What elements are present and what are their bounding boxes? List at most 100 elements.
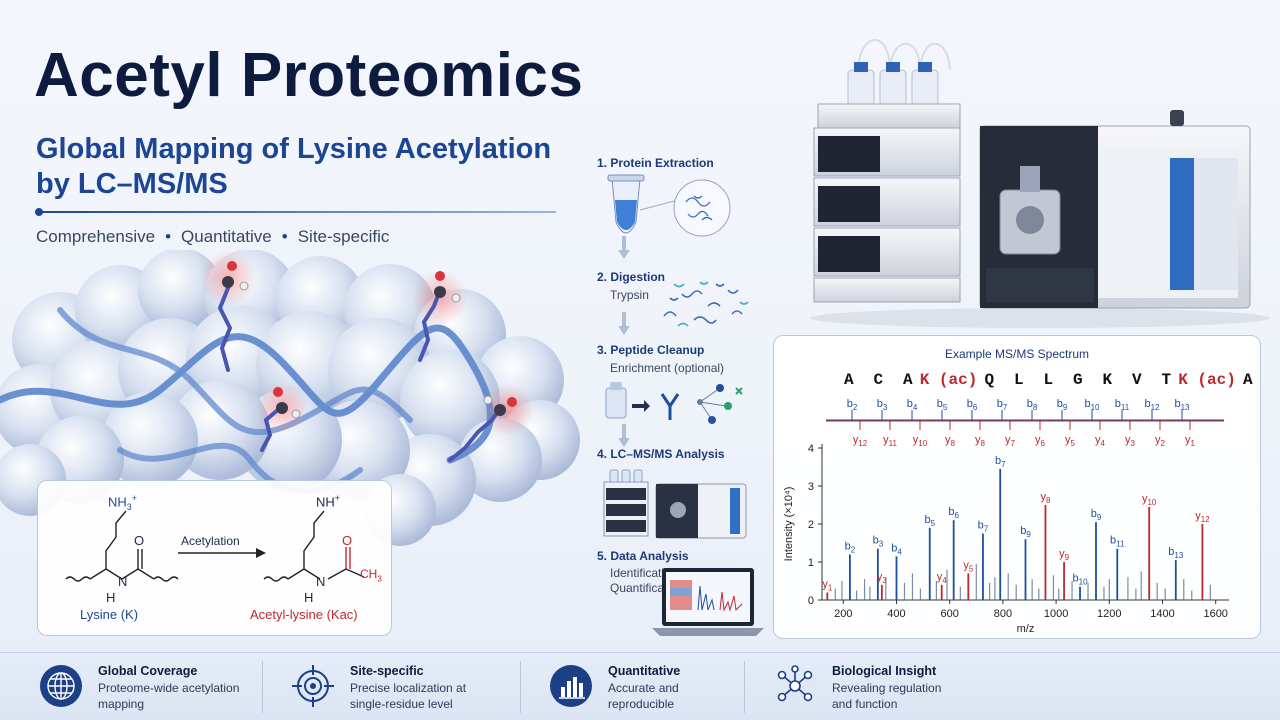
nh3-label: NH3+	[108, 493, 138, 512]
peak-label-b: b9	[1020, 525, 1031, 539]
page-subtitle: Global Mapping of Lysine Acetylation by …	[36, 132, 596, 203]
feature-description: Precise localization at single-residue l…	[350, 681, 467, 711]
y-ion-label: y6	[1035, 434, 1046, 448]
y-ion-label: y10	[913, 434, 928, 448]
acetyl-groups	[222, 261, 517, 419]
feature-description: Proteome-wide acetylation mapping	[98, 681, 240, 711]
sequence-residue: K	[1102, 371, 1112, 389]
acetyl-n-label: N	[316, 574, 326, 589]
down-arrow-icon	[618, 312, 630, 335]
step-2-subtitle: Trypsin	[610, 288, 649, 302]
feature-description: Accurate and reproducible	[608, 681, 679, 711]
wavy-bond-left	[65, 576, 91, 582]
y-tick-label: 0	[808, 595, 814, 607]
ch3-label: CH3	[360, 567, 382, 584]
x-tick-label: 1400	[1150, 608, 1174, 620]
down-arrow-icon	[618, 236, 630, 259]
b-ion-label: b3	[877, 398, 888, 412]
sequence-residue: A	[844, 371, 854, 389]
lc-ms-instrument	[810, 39, 1270, 328]
step-1-title: 1. Protein Extraction	[597, 156, 714, 170]
feature-biological-insight: Biological Insight Revealing regulation …	[772, 653, 992, 720]
peak-label-y: y4	[937, 571, 948, 585]
y-ion-label: y5	[1065, 434, 1076, 448]
spectrum-title: Example MS/MS Spectrum	[944, 347, 1090, 361]
peptide-fragments-icon	[663, 281, 749, 327]
x-tick-label: 800	[994, 608, 1012, 620]
network-icon	[777, 665, 813, 702]
b-ion-label: b8	[1027, 398, 1038, 412]
arrow-head-icon	[256, 548, 266, 558]
b-ion-label: b9	[1057, 398, 1068, 412]
x-tick-label: 1600	[1203, 608, 1227, 620]
bullet-icon: •	[165, 227, 172, 246]
y-ion-label: y7	[1005, 434, 1016, 448]
acetylation-reaction-panel: NH3+ O N H Acetylation NH+ O N H CH3 Lys…	[37, 480, 392, 636]
feature-title: Quantitative	[608, 664, 681, 678]
step-2-title: 2. Digestion	[597, 270, 666, 284]
peak-label-b: b3	[873, 535, 884, 549]
peak-label-b: b13	[1168, 546, 1184, 560]
peak-label-b: b7	[978, 520, 989, 534]
lysine-side-chains	[217, 286, 502, 462]
bullet-icon: •	[281, 227, 288, 246]
sequence-residue: G	[1073, 371, 1083, 389]
tagline-item: Comprehensive	[36, 227, 156, 246]
b-ion-label: b4	[907, 398, 918, 412]
feature-quantitative: Quantitative Accurate and reproducible	[548, 653, 748, 720]
carbonyl-o-label: O	[134, 533, 145, 548]
step-4-title: 4. LC–MS/MS Analysis	[597, 447, 725, 461]
peak-label-y: y12	[1195, 510, 1210, 524]
bar-chart-icon	[550, 665, 592, 707]
lc-stack	[813, 103, 961, 303]
y-tick-label: 1	[808, 557, 814, 569]
page-title: Acetyl Proteomics	[34, 41, 584, 110]
peak-label-y: y9	[1059, 548, 1070, 562]
y-tick-label: 3	[808, 481, 814, 493]
amide-h-label: H	[106, 590, 116, 605]
b-ion-label: b11	[1115, 398, 1130, 412]
peak-label-y: y3	[877, 571, 888, 585]
sequence-residue: V	[1132, 371, 1142, 389]
feature-title: Site-specific	[350, 664, 424, 678]
feature-site-specific: Site-specific Precise localization at si…	[290, 653, 510, 720]
peak-label-b: b2	[845, 540, 856, 554]
subtitle-line-2: by LC–MS/MS	[36, 168, 228, 201]
x-tick-label: 400	[887, 608, 905, 620]
lc-ms-icon	[603, 469, 747, 539]
y-tick-label: 2	[808, 519, 814, 531]
y-ion-label: y2	[1155, 434, 1166, 448]
laptop-icon	[652, 568, 764, 636]
y-ion-label: y8	[975, 434, 986, 448]
subtitle-line-1: Global Mapping of Lysine Acetylation	[36, 133, 552, 165]
b-ion-label: b5	[937, 398, 948, 412]
acetyl-h-label: H	[304, 590, 314, 605]
peak-label-y: y10	[1142, 493, 1157, 507]
target-icon	[292, 665, 334, 707]
y-ion-label: y12	[853, 434, 868, 448]
peptide-cleanup-icon	[605, 382, 743, 424]
b-ion-label: b6	[967, 398, 978, 412]
acetyl-lysine-structure	[263, 510, 365, 582]
reaction-arrow-label: Acetylation	[181, 534, 240, 548]
peak-label-y: y1	[822, 578, 833, 592]
sequence-residue: C	[873, 371, 883, 389]
sequence-residue: K (ac)	[920, 371, 978, 389]
peak-label-b: b6	[948, 506, 959, 520]
b-ion-label: b7	[997, 398, 1008, 412]
divider	[262, 661, 263, 713]
feature-global-coverage: Global Coverage Proteome-wide acetylatio…	[38, 653, 258, 720]
peak-label-b: b9	[1091, 508, 1102, 522]
x-tick-label: 1200	[1097, 608, 1121, 620]
acetyl-lysine-label: Acetyl-lysine (Kac)	[250, 607, 358, 622]
solvent-bottles	[847, 39, 951, 107]
peak-label-b: b11	[1110, 535, 1125, 549]
acetyl-o-label: O	[342, 533, 353, 548]
y-tick-label: 4	[808, 443, 814, 455]
down-arrow-icon	[618, 424, 630, 447]
y-ion-label: y4	[1095, 434, 1106, 448]
tagline-item: Quantitative	[181, 227, 272, 246]
sequence-residue: A	[1243, 371, 1253, 389]
divider	[520, 661, 521, 713]
